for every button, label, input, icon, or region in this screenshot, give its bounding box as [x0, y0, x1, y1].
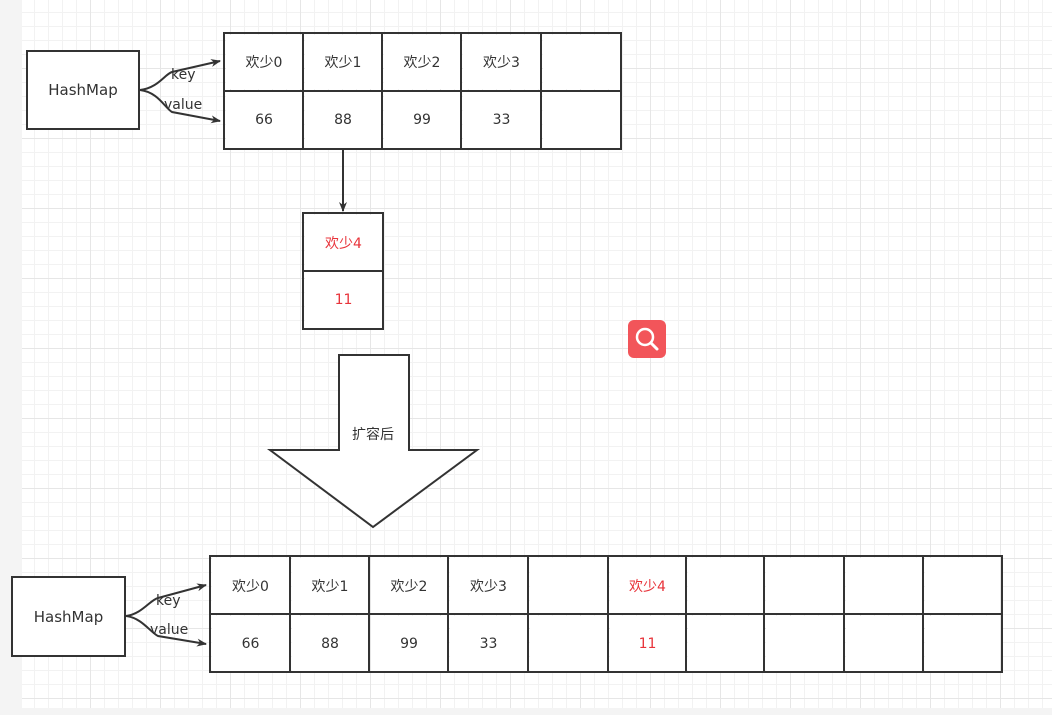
top-key-cell-0: 欢少0 — [226, 35, 302, 89]
value-label-bottom: value — [150, 622, 189, 638]
hashmap-box-bottom: HashMap — [11, 576, 126, 657]
bottom-value-cell-5: 11 — [610, 616, 685, 671]
top-value-cell-1: 88 — [305, 92, 381, 148]
bottom-key-cell-3: 欢少3 — [450, 558, 527, 613]
bottom-value-cell-0: 66 — [212, 616, 289, 671]
bottom-value-cell-3: 33 — [450, 616, 527, 671]
key-label-bottom: key — [156, 593, 181, 609]
bottom-value-cell-8 — [846, 616, 922, 671]
top-key-cell-1: 欢少1 — [305, 35, 381, 89]
search-button[interactable] — [628, 320, 666, 358]
magnifier-icon — [635, 327, 659, 351]
hashmap-box-top: HashMap — [26, 50, 140, 130]
value-label-top: value — [164, 97, 203, 113]
top-key-cell-4 — [543, 35, 620, 89]
bottom-value-cell-1: 88 — [292, 616, 368, 671]
top-key-cell-3: 欢少3 — [463, 35, 540, 89]
top-value-cell-0: 66 — [226, 92, 302, 148]
top-value-cell-3: 33 — [463, 92, 540, 148]
bottom-key-cell-9 — [925, 558, 1000, 613]
bottom-key-cell-5: 欢少4 — [610, 558, 685, 613]
bottom-value-cell-6 — [688, 616, 763, 671]
bottom-key-cell-0: 欢少0 — [212, 558, 289, 613]
bottom-key-cell-7 — [766, 558, 843, 613]
top-value-cell-2: 99 — [384, 92, 460, 148]
resize-arrow-label: 扩容后 — [352, 427, 394, 443]
bottom-key-cell-1: 欢少1 — [292, 558, 368, 613]
hashmap-label-top: HashMap — [48, 81, 118, 99]
bottom-value-cell-4 — [530, 616, 607, 671]
top-key-cell-2: 欢少2 — [384, 35, 460, 89]
bottom-key-cell-8 — [846, 558, 922, 613]
hashmap-label-bottom: HashMap — [33, 607, 104, 626]
collision-key-cell: 欢少4 — [305, 215, 382, 270]
bottom-value-cell-2: 99 — [371, 616, 447, 671]
bottom-value-cell-7 — [766, 616, 843, 671]
collision-value-cell: 11 — [305, 272, 382, 328]
bottom-key-cell-4 — [530, 558, 607, 613]
bottom-key-cell-6 — [688, 558, 763, 613]
key-label-top: key — [171, 67, 196, 83]
bottom-key-cell-2: 欢少2 — [371, 558, 447, 613]
top-value-cell-4 — [543, 92, 620, 148]
bottom-value-cell-9 — [925, 616, 1000, 671]
